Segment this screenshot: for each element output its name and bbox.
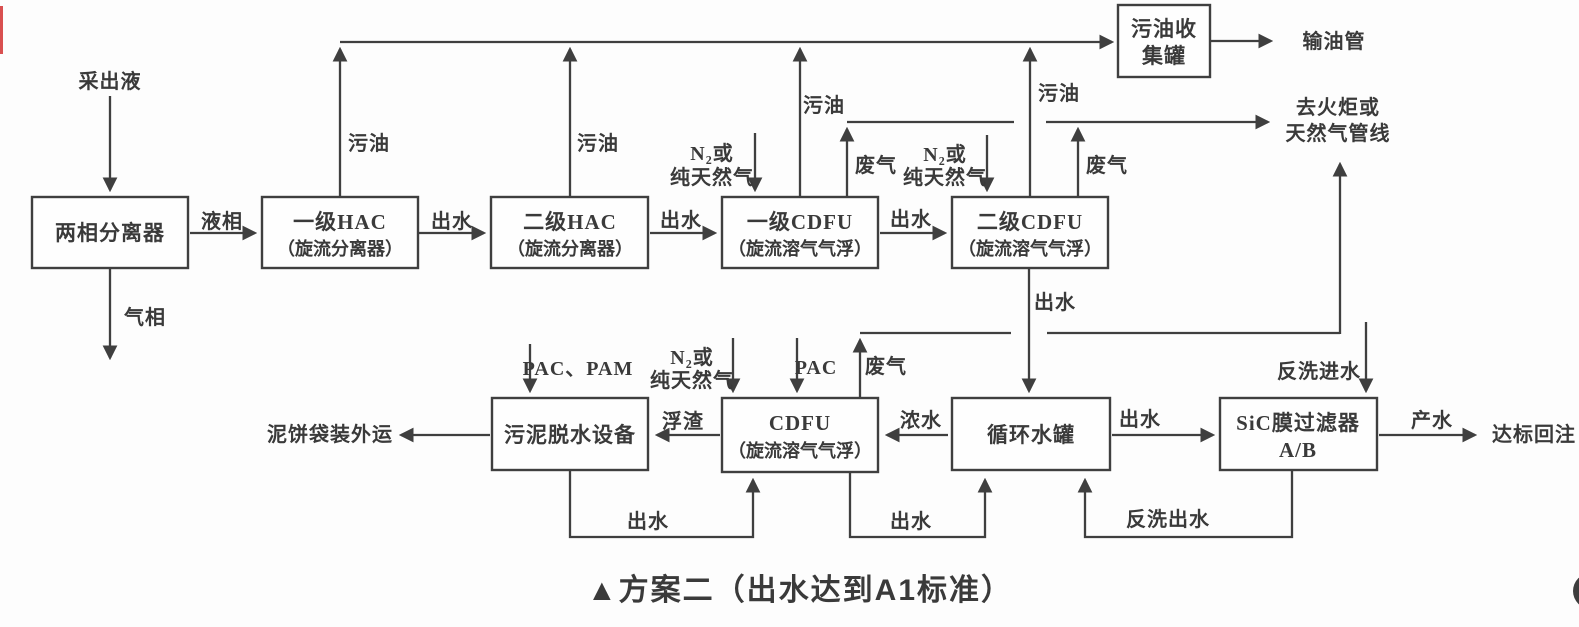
label-n2-cdfu2-line1: N₂或 xyxy=(923,142,966,166)
box-oil-collection-tank-frame xyxy=(1116,3,1212,79)
label-product-water: 产水 xyxy=(1411,408,1453,432)
label-n2-cdfu1-line1: N₂或 xyxy=(690,141,733,165)
label-water-circ-sic: 出水 xyxy=(1119,408,1161,431)
label-offgas-cdfu1: 废气 xyxy=(855,153,897,177)
box-cdfu1-title: 一级CDFU xyxy=(747,210,853,234)
box-sludge-dewatering-label: 污泥脱水设备 xyxy=(504,423,636,447)
label-concentrate: 浓水 xyxy=(900,409,942,432)
box-cdfu3-subtitle: （旋流溶气气浮） xyxy=(728,440,872,461)
loop-cdfu3-circtank xyxy=(848,472,993,539)
box-hac1-subtitle: （旋流分离器） xyxy=(277,238,403,259)
box-cdfu1-subtitle: （旋流溶气气浮） xyxy=(728,238,872,259)
floating-button-partial[interactable] xyxy=(1573,573,1579,609)
label-n2-cdfu1-line2: 纯天然气 xyxy=(670,165,754,189)
box-circulating-tank: 循环水罐 xyxy=(950,396,1112,472)
label-backwash-out: 反洗出水 xyxy=(1126,508,1210,531)
box-oil-collection-tank-line1: 污油收 xyxy=(1131,17,1197,41)
label-water-cdfu1: 出水 xyxy=(890,208,932,231)
label-gas-phase: 气相 xyxy=(123,305,166,329)
box-hac2-title: 二级HAC xyxy=(523,210,617,234)
label-oil-hac2: 污油 xyxy=(577,131,619,155)
label-reinjection: 达标回注 xyxy=(1492,422,1576,446)
box-circulating-tank-label: 循环水罐 xyxy=(987,423,1075,447)
label-water-hac1: 出水 xyxy=(431,210,473,233)
equipment-boxes: 两相分离器 一级HAC （旋流分离器） 二级HAC （旋流分离器） 一级CDFU… xyxy=(30,3,1379,474)
label-oil-cdfu2: 污油 xyxy=(1038,81,1080,105)
box-hac1-frame xyxy=(260,195,420,270)
box-cdfu1: 一级CDFU （旋流溶气气浮） xyxy=(720,195,880,270)
box-sic-filter-frame xyxy=(1218,396,1379,472)
box-cdfu3-title: CDFU xyxy=(769,411,831,435)
label-offgas-cdfu2: 废气 xyxy=(1086,153,1128,177)
diagram-caption: ▲方案二（出水达到A1标准） xyxy=(587,573,1013,607)
box-two-phase-separator-frame xyxy=(30,195,190,270)
box-cdfu2-frame xyxy=(950,195,1110,270)
stream-labels: 采出液 液相 气相 污油 污油 污油 污油 出水 出水 出水 出水 出水 出水 … xyxy=(79,29,1576,533)
box-sludge-dewatering: 污泥脱水设备 xyxy=(490,396,650,472)
box-cdfu2-subtitle: （旋流溶气气浮） xyxy=(958,238,1102,259)
box-cdfu3-frame xyxy=(720,396,880,474)
label-water-hac2: 出水 xyxy=(660,209,702,232)
box-sic-filter-title: SiC膜过滤器 xyxy=(1236,411,1360,435)
box-hac2-subtitle: （旋流分离器） xyxy=(507,238,633,259)
label-offgas-cdfu3: 废气 xyxy=(865,354,907,378)
box-cdfu3: CDFU （旋流溶气气浮） xyxy=(720,396,880,474)
label-backwash-in: 反洗进水 xyxy=(1277,360,1361,383)
label-water-loop2: 出水 xyxy=(890,510,932,533)
label-oil-pipeline: 输油管 xyxy=(1303,29,1366,53)
label-water-cdfu2-down: 出水 xyxy=(1034,291,1076,314)
box-circulating-tank-frame xyxy=(950,396,1112,472)
box-oil-collection-tank-line2: 集罐 xyxy=(1141,44,1186,68)
label-pac-pam: PAC、PAM xyxy=(523,358,634,380)
box-sludge-dewatering-frame xyxy=(490,396,650,472)
box-sic-filter: SiC膜过滤器 A/B xyxy=(1218,396,1379,472)
label-n2-cdfu2-line2: 纯天然气 xyxy=(903,165,987,189)
label-oil-cdfu1: 污油 xyxy=(803,93,845,117)
loop-sic-circtank xyxy=(1077,471,1294,539)
box-sic-filter-subtitle: A/B xyxy=(1279,438,1317,462)
box-hac2-frame xyxy=(489,195,650,270)
label-flare-line2: 天然气管线 xyxy=(1286,121,1391,145)
box-cdfu2: 二级CDFU （旋流溶气气浮） xyxy=(950,195,1110,270)
label-scum: 浮渣 xyxy=(662,409,704,433)
box-hac2: 二级HAC （旋流分离器） xyxy=(489,195,650,270)
label-n2-cdfu3-line1: N₂或 xyxy=(670,345,713,369)
left-edge-red-mark xyxy=(0,6,3,54)
box-cdfu2-title: 二级CDFU xyxy=(977,210,1083,234)
label-n2-cdfu3-line2: 纯天然气 xyxy=(650,368,734,392)
box-oil-collection-tank: 污油收 集罐 xyxy=(1116,3,1212,79)
label-oil-hac1: 污油 xyxy=(348,131,390,155)
label-flare-line1: 去火炬或 xyxy=(1296,95,1380,119)
label-mud-cake: 泥饼袋装外运 xyxy=(267,422,393,446)
label-liquid-phase: 液相 xyxy=(201,209,243,233)
label-pac: PAC xyxy=(795,357,838,379)
box-hac1-title: 一级HAC xyxy=(293,210,387,234)
box-hac1: 一级HAC （旋流分离器） xyxy=(260,195,420,270)
box-cdfu1-frame xyxy=(720,195,880,270)
box-two-phase-separator-label: 两相分离器 xyxy=(55,221,165,245)
flow-lines xyxy=(102,33,1478,539)
label-produced-liquid: 采出液 xyxy=(79,69,142,93)
box-two-phase-separator: 两相分离器 xyxy=(30,195,190,270)
label-water-loop1: 出水 xyxy=(627,510,669,533)
loop-sludge-cdfu3 xyxy=(568,471,761,539)
